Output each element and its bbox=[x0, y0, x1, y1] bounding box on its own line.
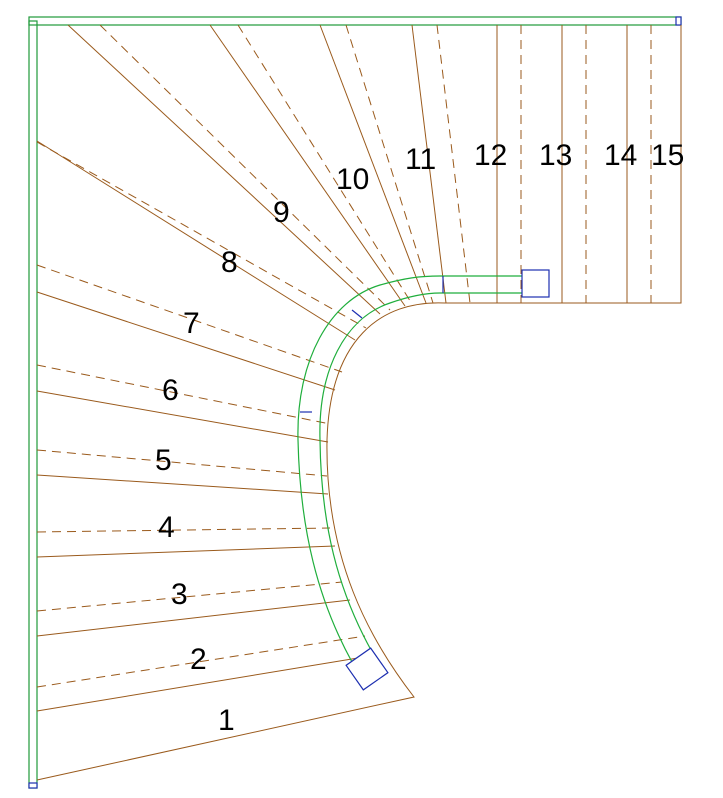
wall-end-left bbox=[28, 782, 38, 789]
step-number: 11 bbox=[405, 143, 436, 176]
handrail-splice bbox=[351, 309, 363, 319]
step-number: 14 bbox=[604, 139, 637, 172]
step-number: 5 bbox=[155, 444, 172, 477]
tread-line bbox=[209, 24, 406, 307]
tread-line bbox=[36, 474, 329, 495]
step-number: 13 bbox=[539, 139, 572, 172]
step-number: 2 bbox=[190, 643, 207, 676]
step-number: 8 bbox=[221, 246, 238, 279]
newel-post-icon bbox=[521, 269, 550, 298]
nosing-line bbox=[99, 24, 391, 311]
tread-line bbox=[36, 545, 336, 558]
tread-line bbox=[36, 599, 351, 637]
left-wall bbox=[28, 20, 38, 789]
wall-end-top bbox=[675, 16, 682, 26]
step-number: 10 bbox=[336, 163, 369, 196]
outer-stringer bbox=[36, 25, 682, 781]
nosing-line bbox=[237, 24, 413, 305]
nosing-line bbox=[36, 449, 328, 477]
tread-line bbox=[36, 140, 356, 341]
step-number: 1 bbox=[218, 704, 235, 737]
tread-lines bbox=[36, 24, 628, 712]
newel-posts bbox=[345, 269, 550, 691]
stair-outline bbox=[36, 25, 682, 781]
newel-post-icon bbox=[345, 647, 389, 691]
top-wall bbox=[28, 16, 682, 26]
nosing-line bbox=[36, 527, 331, 533]
tread-line bbox=[319, 24, 427, 304]
step-number: 4 bbox=[158, 511, 175, 544]
nosing-line bbox=[36, 264, 343, 373]
step-numbers: 1 2 3 4 5 6 7 8 9 10 11 12 13 14 15 bbox=[155, 139, 684, 737]
handrail bbox=[297, 275, 522, 663]
tread-line bbox=[36, 390, 329, 443]
handrail-inner bbox=[319, 292, 522, 651]
nosing-lines bbox=[36, 24, 652, 688]
step-number: 9 bbox=[273, 196, 290, 229]
step-number: 7 bbox=[183, 307, 200, 340]
step-number: 3 bbox=[171, 578, 188, 611]
nosing-line bbox=[36, 364, 331, 425]
step-number: 6 bbox=[162, 374, 179, 407]
step-number: 15 bbox=[651, 139, 684, 172]
nosing-line bbox=[345, 24, 434, 304]
handrail-outer bbox=[297, 275, 522, 663]
step-number: 12 bbox=[474, 139, 507, 172]
tread-line bbox=[36, 654, 377, 712]
nosing-line bbox=[36, 581, 343, 612]
nosing-line bbox=[436, 24, 471, 304]
walls bbox=[28, 16, 682, 789]
nosing-line bbox=[36, 141, 367, 329]
tread-line bbox=[67, 24, 381, 315]
nosing-line bbox=[36, 635, 366, 688]
tread-line bbox=[36, 291, 336, 391]
tread-line bbox=[411, 24, 447, 304]
